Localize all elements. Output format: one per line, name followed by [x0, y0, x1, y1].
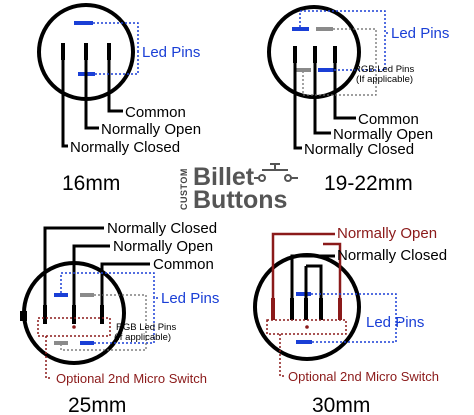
micro-switch-outline-30mm [266, 319, 347, 335]
normally-open-label-25mm: Normally Open [113, 238, 213, 255]
size-label-16mm: 16mm [62, 172, 120, 195]
pin-right-30mm [319, 298, 323, 320]
micro-switch-dot-30mm [305, 325, 309, 329]
pin-left-19mm [293, 46, 297, 63]
wire-closed-30mm [290, 254, 335, 298]
normally-open-label-30mm: Normally Open [337, 225, 437, 242]
normally-closed-label-30mm: Normally Closed [337, 247, 447, 264]
led-pins-label-25mm: Led Pins [161, 290, 219, 307]
led-pins-label-19mm: Led Pins [391, 25, 449, 42]
pin-middle-25mm [72, 305, 76, 324]
rgb-label-25mm: RGB Led Pins [116, 322, 176, 333]
diagram-25mm: Normally Closed Normally Open Common Led… [20, 220, 219, 415]
pin-led-bottom-25mm [80, 341, 94, 345]
micro-switch-leader-30mm [279, 334, 285, 377]
led-leader-2-30mm [312, 322, 397, 343]
wire-closed-19mm [293, 63, 302, 150]
pin-rgb-top-19mm [316, 27, 333, 31]
wire-open-25mm [72, 244, 110, 305]
pin-rgb-top-25mm [80, 293, 94, 297]
pin-led-top-19mm [292, 27, 309, 31]
pin-red-right-30mm [338, 298, 342, 320]
logo-buttons: Buttons [193, 186, 287, 214]
rgb-sub-label-25mm: (If applicable) [114, 332, 171, 343]
micro-switch-dot-25mm [72, 325, 76, 329]
pin-left-16mm [61, 43, 65, 60]
led-leader-2-25mm [94, 298, 155, 344]
normally-open-label-19mm: Normally Open [333, 126, 433, 143]
pin-middle-16mm [84, 43, 88, 60]
micro-switch-label-25mm: Optional 2nd Micro Switch [56, 371, 207, 386]
switch-tab-25mm [20, 311, 27, 321]
wire-closed-16mm [61, 60, 68, 148]
pin-led-bottom-30mm [296, 340, 312, 344]
diagram-30mm: Normally Open Normally Closed Led Pins O… [253, 225, 447, 415]
logo-billet: Billet [193, 163, 255, 191]
wire-red-2-30mm [323, 242, 342, 298]
pin-left-25mm [43, 305, 47, 324]
pin-middle-30mm [304, 298, 308, 320]
normally-open-label-16mm: Normally Open [101, 121, 201, 138]
rgb-leader-19mm [302, 28, 377, 96]
size-label-19mm: 19-22mm [324, 172, 413, 195]
wire-common-25mm [100, 262, 150, 305]
led-pins-label-30mm: Led Pins [366, 314, 424, 331]
size-label-30mm: 30mm [312, 394, 370, 415]
pin-led-top-30mm [296, 292, 311, 296]
pin-led-top-16mm [74, 21, 93, 25]
led-leader-2-16mm [95, 52, 139, 75]
custom-billet-buttons-logo: CUSTOM Billet Buttons [179, 163, 298, 214]
switch-symbol-icon [254, 163, 298, 182]
pin-middle-19mm [313, 46, 317, 63]
diagram-16mm: Led Pins Common Normally Open Normally C… [37, 3, 201, 195]
micro-switch-label-30mm: Optional 2nd Micro Switch [288, 369, 439, 384]
micro-switch-outline-25mm [37, 317, 111, 337]
normally-closed-label-19mm: Normally Closed [304, 141, 414, 158]
wire-red-30mm [271, 232, 335, 298]
pin-left-30mm [290, 298, 294, 320]
led-leader-2-19mm [334, 33, 386, 71]
rgb-leader-25mm [60, 294, 147, 351]
normally-closed-label-25mm: Normally Closed [107, 220, 217, 237]
wire-closed-2-30mm [306, 264, 323, 298]
diagram-19-22mm: Led Pins RGB Led Pins (If applicable) Co… [267, 5, 449, 195]
pin-rgb-bottom-25mm [54, 341, 68, 345]
common-label-19mm: Common [358, 111, 419, 128]
wire-common-19mm [333, 63, 356, 120]
common-label-25mm: Common [153, 256, 214, 273]
led-leader-19mm [299, 10, 389, 34]
wire-open-16mm [84, 60, 99, 130]
led-pins-label-16mm: Led Pins [142, 44, 200, 61]
pin-right-19mm [333, 46, 337, 63]
pin-right-25mm [100, 305, 104, 324]
wire-closed-25mm [43, 226, 104, 305]
rgb-label-19mm: RGB Led Pins [354, 64, 414, 75]
pin-right-16mm [107, 43, 111, 60]
rgb-sub-label-19mm: (If applicable) [356, 74, 413, 85]
common-label-16mm: Common [125, 104, 186, 121]
pin-red-left-30mm [271, 298, 275, 320]
logo-custom: CUSTOM [179, 168, 189, 210]
micro-switch-leader-25mm [45, 336, 52, 379]
pin-led-top-25mm [54, 293, 68, 297]
size-label-25mm: 25mm [68, 394, 126, 415]
pin-rgb-bottom-19mm [295, 68, 311, 72]
led-leader-25mm [60, 272, 158, 299]
pin-led-bottom-19mm [318, 68, 334, 72]
wire-common-16mm [107, 60, 123, 113]
wire-open-19mm [313, 63, 331, 135]
normally-closed-label-16mm: Normally Closed [70, 139, 180, 156]
